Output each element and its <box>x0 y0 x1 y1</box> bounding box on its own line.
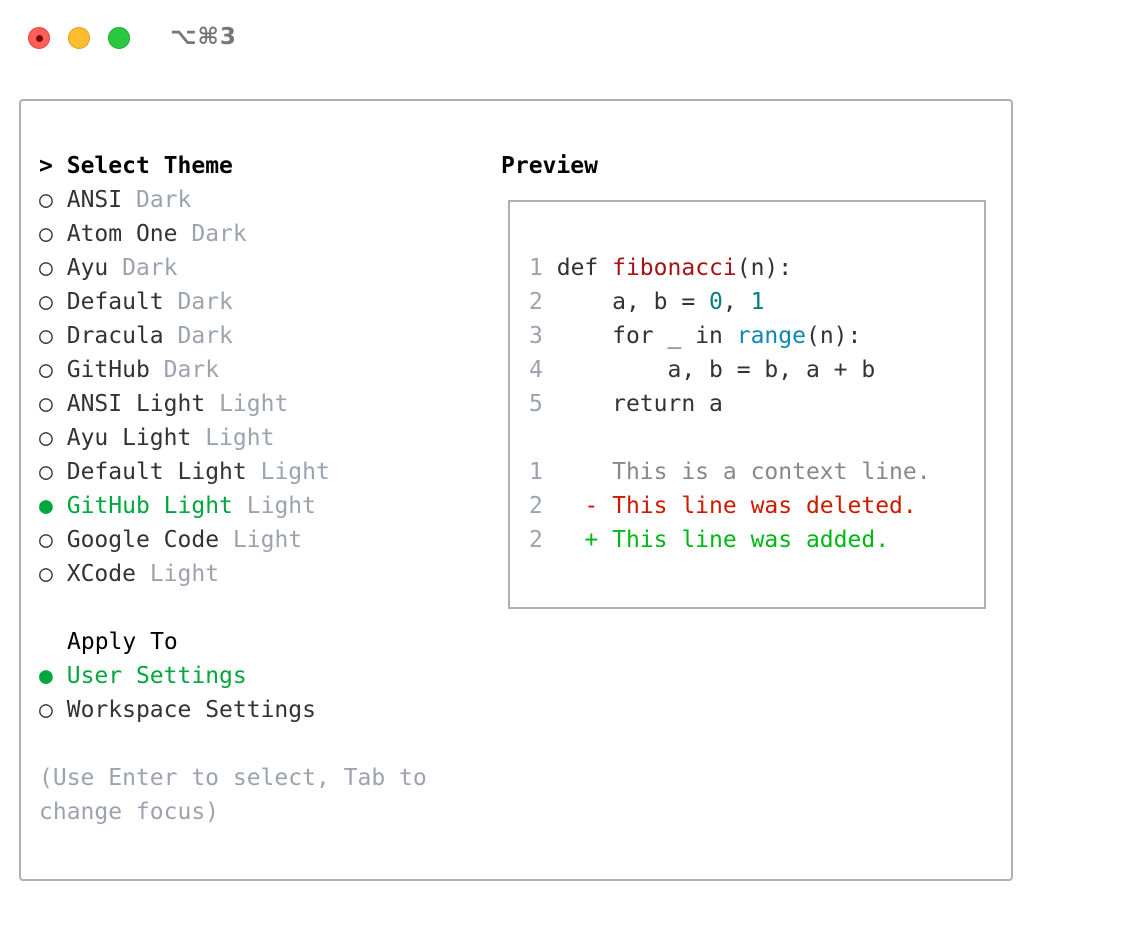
theme-name: ANSI Light <box>66 391 206 417</box>
theme-option[interactable]: ● GitHub Light Light <box>39 489 316 523</box>
hint-line-1: (Use Enter to select, Tab to <box>39 765 427 791</box>
window-shortcut: ⌥⌘3 <box>170 24 237 50</box>
theme-name: GitHub Light <box>66 493 233 519</box>
theme-variant: Light <box>246 493 316 519</box>
theme-name: Google Code <box>66 527 220 553</box>
radio-unselected-icon: ○ <box>39 425 53 451</box>
theme-option[interactable]: ○ Default Dark <box>39 285 233 319</box>
theme-heading-label: Select Theme <box>66 153 233 179</box>
theme-variant: Light <box>232 527 303 553</box>
theme-option[interactable]: ○ Google Code Light <box>39 523 302 557</box>
theme-variant: Dark <box>163 357 220 383</box>
theme-variant: Dark <box>191 221 247 247</box>
radio-unselected-icon: ○ <box>39 357 53 383</box>
apply-option[interactable]: ○ Workspace Settings <box>39 693 316 727</box>
code-line: 5 return a <box>529 387 723 421</box>
radio-unselected-icon: ○ <box>39 289 53 315</box>
code-token: for _ in <box>556 323 737 349</box>
theme-option[interactable]: ○ Atom One Dark <box>39 217 247 251</box>
focus-marker: > <box>39 153 53 179</box>
preview-box <box>508 200 986 609</box>
apply-option[interactable]: ● User Settings <box>39 659 247 693</box>
theme-option[interactable]: ○ ANSI Light Light <box>39 387 288 421</box>
theme-variant: Dark <box>177 289 233 315</box>
theme-name: GitHub <box>66 357 150 383</box>
theme-variant: Dark <box>177 323 233 349</box>
theme-option[interactable]: ○ Ayu Dark <box>39 251 178 285</box>
radio-unselected-icon: ○ <box>39 323 53 349</box>
theme-option[interactable]: ○ Dracula Dark <box>39 319 233 353</box>
maximize-button[interactable] <box>108 27 130 49</box>
radio-unselected-icon: ○ <box>39 697 53 723</box>
code-token: (n): <box>805 323 862 349</box>
apply-name: Workspace Settings <box>66 697 316 723</box>
minimize-button[interactable] <box>68 27 90 49</box>
theme-name: Dracula <box>66 323 164 349</box>
radio-unselected-icon: ○ <box>39 221 53 247</box>
radio-unselected-icon: ○ <box>39 459 53 485</box>
code-token: (n): <box>736 255 793 281</box>
code-token: 0 <box>709 289 723 315</box>
diff-line-add: 2 + This line was added. <box>529 523 889 557</box>
code-token: a, b = b, a + b <box>556 357 876 383</box>
diff-text: - This line was deleted. <box>542 493 917 519</box>
theme-name: Atom One <box>66 221 178 247</box>
theme-option[interactable]: ○ Default Light Light <box>39 455 330 489</box>
radio-unselected-icon: ○ <box>39 255 53 281</box>
radio-unselected-icon: ○ <box>39 561 53 587</box>
line-number: 1 <box>529 459 543 485</box>
theme-option[interactable]: ○ Ayu Light Light <box>39 421 274 455</box>
theme-option[interactable]: ○ GitHub Dark <box>39 353 219 387</box>
line-number: 2 <box>529 493 543 519</box>
code-token: a, b = <box>556 289 710 315</box>
diff-line-ctx: 1 This is a context line. <box>529 455 931 489</box>
theme-option[interactable]: ○ ANSI Dark <box>39 183 191 217</box>
radio-selected-icon: ● <box>39 493 53 519</box>
theme-variant: Light <box>149 561 220 587</box>
close-button[interactable] <box>28 27 50 49</box>
line-number: 5 <box>529 391 543 417</box>
code-line: 2 a, b = 0, 1 <box>529 285 764 319</box>
theme-variant: Dark <box>122 255 178 281</box>
code-line: 3 for _ in range(n): <box>529 319 861 353</box>
code-token: , <box>722 289 751 315</box>
code-line: 4 a, b = b, a + b <box>529 353 875 387</box>
line-number: 2 <box>529 527 543 553</box>
theme-name: Ayu <box>66 255 109 281</box>
line-number: 4 <box>529 357 543 383</box>
theme-name: ANSI <box>66 187 123 213</box>
theme-option[interactable]: ○ XCode Light <box>39 557 219 591</box>
theme-variant: Light <box>205 425 275 451</box>
hint-line-2: change focus) <box>39 799 220 825</box>
theme-dialog <box>19 99 1013 881</box>
preview-heading: Preview <box>501 153 598 179</box>
diff-text: + This line was added. <box>542 527 890 553</box>
theme-variant: Dark <box>135 187 192 213</box>
line-number: 3 <box>529 323 543 349</box>
theme-variant: Light <box>260 459 330 485</box>
code-token: def <box>556 255 613 281</box>
radio-selected-icon: ● <box>39 663 53 689</box>
code-token: return a <box>556 391 723 417</box>
radio-unselected-icon: ○ <box>39 187 53 213</box>
theme-name: Ayu Light <box>66 425 192 451</box>
diff-line-del: 2 - This line was deleted. <box>529 489 917 523</box>
code-token: range <box>736 323 806 349</box>
theme-name: XCode <box>66 561 136 587</box>
line-number: 2 <box>529 289 543 315</box>
code-token: 1 <box>750 289 765 315</box>
line-number: 1 <box>529 255 543 281</box>
radio-unselected-icon: ○ <box>39 527 53 553</box>
theme-name: Default Light <box>66 459 247 485</box>
theme-name: Default <box>66 289 164 315</box>
theme-heading: > Select Theme <box>39 149 233 183</box>
theme-variant: Light <box>219 391 289 417</box>
code-line: 1 def fibonacci(n): <box>529 251 792 285</box>
code-token: fibonacci <box>612 255 737 281</box>
apply-heading: Apply To <box>67 629 178 655</box>
diff-text: This is a context line. <box>542 459 931 485</box>
radio-unselected-icon: ○ <box>39 391 53 417</box>
apply-name: User Settings <box>66 663 247 689</box>
